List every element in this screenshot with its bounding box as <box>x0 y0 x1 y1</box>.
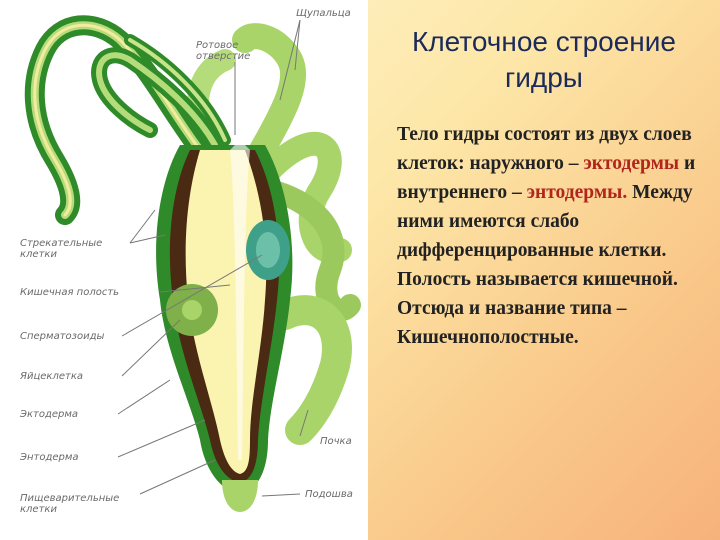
label-bud: Почка <box>320 436 352 447</box>
label-gut-cavity: Кишечная полость <box>20 287 120 298</box>
label-egg-cell: Яйцеклетка <box>20 371 83 382</box>
label-digestive-cells: Пищеварительные клетки <box>20 493 120 515</box>
tentacles-dark <box>24 15 231 225</box>
body-part-2: и внутреннего – <box>397 153 696 203</box>
slide-body-text: Тело гидры состоят из двух слоев клеток:… <box>397 120 715 352</box>
label-sole: Подошва <box>305 489 353 500</box>
body-part-1: Тело гидры состоят из двух слоев клеток:… <box>397 124 692 174</box>
label-stinging-cells: Стрекательные клетки <box>20 238 103 260</box>
term-endoderm: энтодермы. <box>526 182 628 203</box>
label-endoderm: Энтодерма <box>20 452 79 463</box>
label-ectoderm: Эктодерма <box>20 409 79 420</box>
label-spermatozoa: Сперматозоиды <box>20 331 105 342</box>
leader-lines <box>117 19 309 497</box>
label-mouth: Ротовое отверстие <box>196 40 251 62</box>
term-ectoderm: эктодермы <box>583 153 680 174</box>
label-tentacles: Щупальца <box>296 8 351 19</box>
hydra-diagram: Щупальца Ротовое отверстие Стрекательные… <box>20 8 361 515</box>
slide-title: Клеточное строение гидры <box>412 26 676 93</box>
hydra-illustration <box>24 15 361 512</box>
body-part-3: Между ними имеются слабо дифференцирован… <box>397 182 693 348</box>
